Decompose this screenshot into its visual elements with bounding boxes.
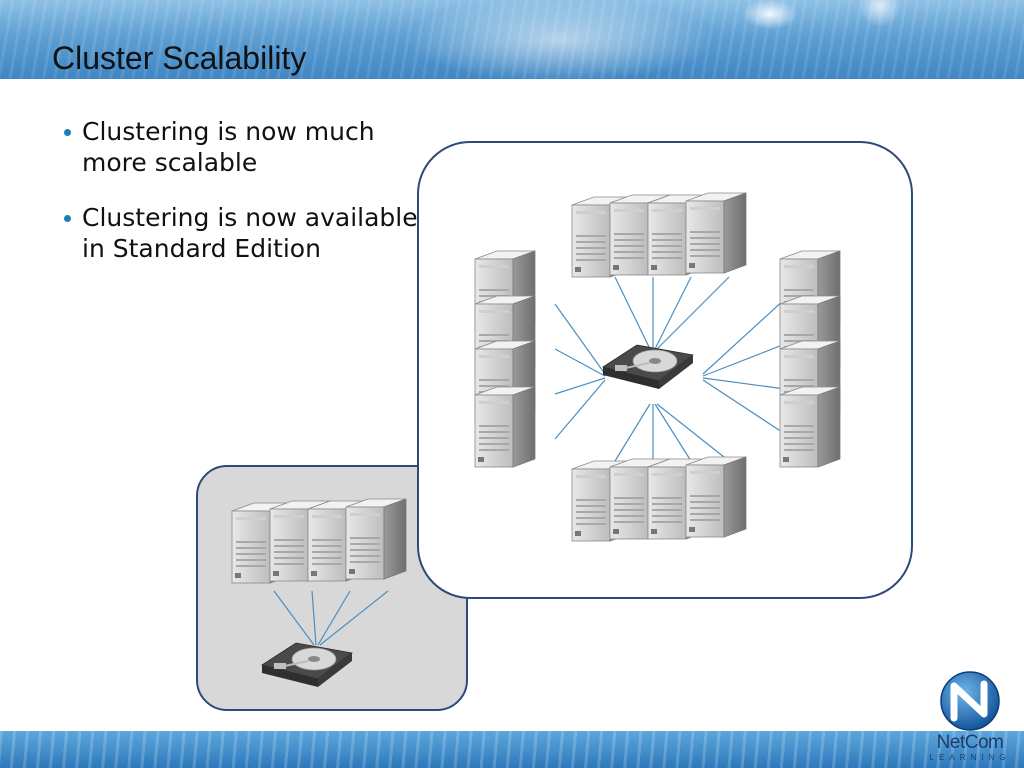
bullet-text: Clustering is now much more scalable <box>82 117 375 177</box>
server-icon <box>345 498 407 580</box>
netcom-globe-icon <box>940 671 1000 731</box>
link-lines <box>554 276 786 462</box>
footer-banner <box>0 731 1024 768</box>
bullet-item: Clustering is now much more scalable <box>60 116 430 178</box>
bullet-text: Clustering is now available in Standard … <box>82 203 418 263</box>
server-icon <box>685 456 747 538</box>
logo-tagline: LEARNING <box>929 753 1011 762</box>
server-icon <box>779 386 841 468</box>
bullet-item: Clustering is now available in Standard … <box>60 202 430 264</box>
bullet-icon <box>64 129 71 136</box>
link-lines <box>273 590 389 646</box>
large-cluster-diagram <box>415 139 917 603</box>
server-icon <box>474 386 536 468</box>
slide-title: Cluster Scalability <box>52 40 307 76</box>
logo-wordmark: NetCom <box>936 732 1004 753</box>
header-banner <box>0 0 1024 79</box>
bullet-icon <box>64 215 71 222</box>
netcom-logo: NetCom LEARNING <box>920 670 1020 768</box>
bullet-list: Clustering is now much more scalable Clu… <box>60 116 430 288</box>
server-icon <box>685 192 747 274</box>
